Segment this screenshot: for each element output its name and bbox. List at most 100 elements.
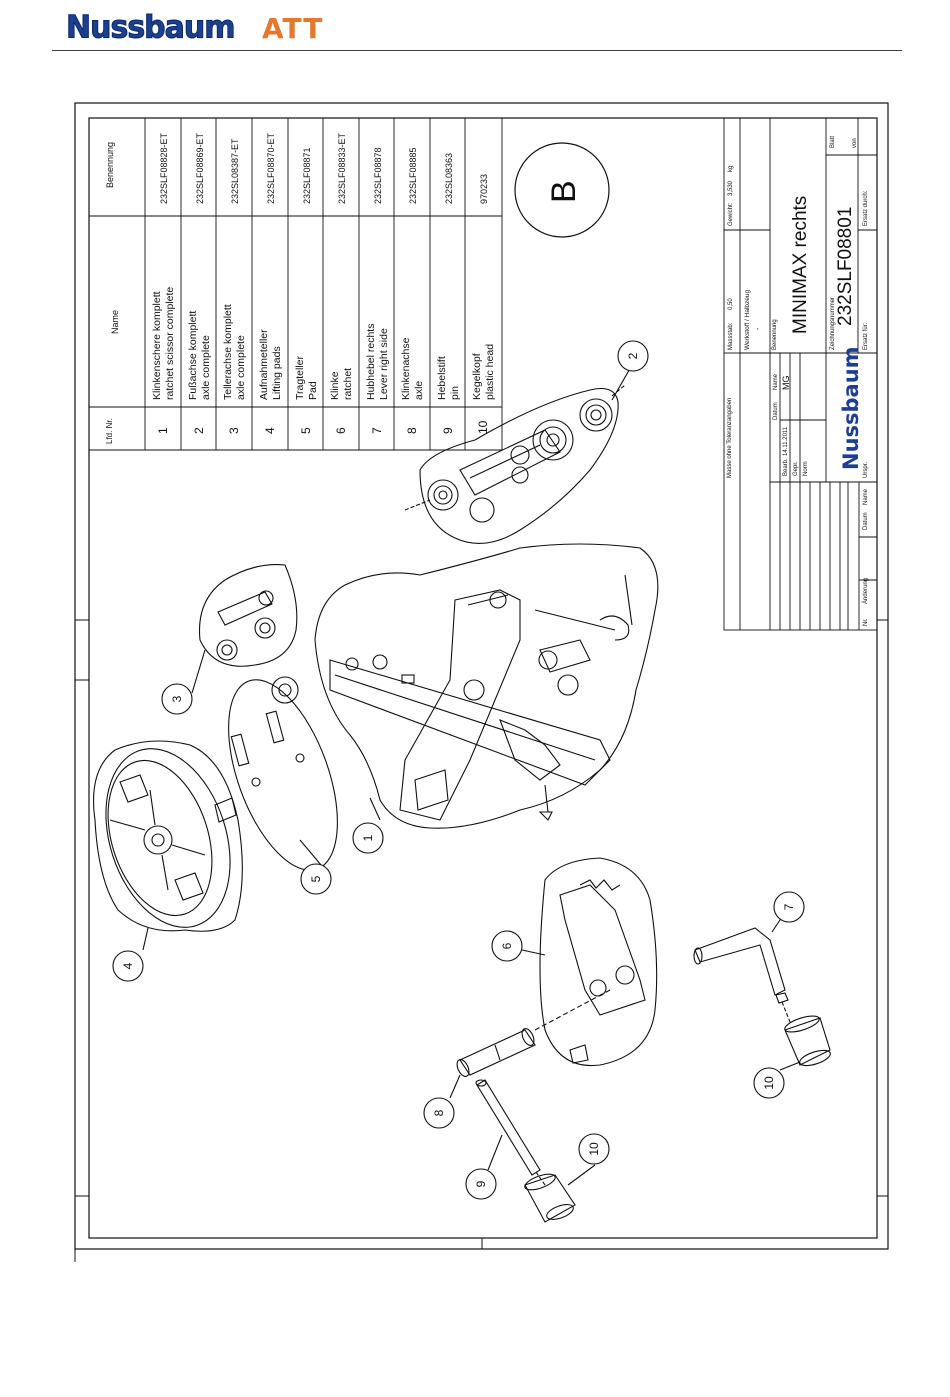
row-part-no: 232SL08363 <box>444 153 454 204</box>
balloon-2: 2 <box>626 352 640 359</box>
balloon-7: 7 <box>782 903 796 910</box>
part-2-axle <box>404 384 626 523</box>
row-name-de: Aufnahmeteller <box>258 329 270 400</box>
col-header-pos: Lfd. Nr. <box>105 418 114 444</box>
drawing-number: 232SLF08801 <box>835 207 856 326</box>
balloon-9-circle <box>465 1168 497 1200</box>
title-block <box>723 117 878 631</box>
row-name-en: axle <box>413 381 425 400</box>
part-4-lifting-pad <box>105 748 231 928</box>
view-marker-label: B <box>545 180 583 203</box>
row-part-no: 970233 <box>479 174 489 204</box>
balloon-5: 5 <box>309 875 323 882</box>
drawing-no-label: Zeichnungsnummer <box>830 297 836 350</box>
scale-label: Massstab: <box>728 322 734 350</box>
rev-date-label: Datum <box>863 512 869 530</box>
row-part-no: 232SL08387-ET <box>230 138 240 204</box>
norm-label: Norm <box>803 461 809 476</box>
row-pos: 6 <box>334 427 348 434</box>
weight-unit: kg <box>728 166 734 172</box>
col-header-name: Name <box>110 310 120 334</box>
view-marker-b: B <box>514 142 610 238</box>
part-3-cloud <box>198 564 298 667</box>
material-label: Werkstoff / Halbzeug <box>744 290 751 350</box>
row-part-no: 232SLF08871 <box>302 147 312 204</box>
row-pos: 1 <box>156 427 170 434</box>
drawing-title: MINIMAX rechts <box>790 196 811 334</box>
balloon-2-circle <box>617 340 649 372</box>
inner-frame <box>88 117 878 1239</box>
row-name-en: pin <box>449 386 461 400</box>
part-6-cloud <box>539 857 658 1067</box>
row-part-no: 232SLF08833-ET <box>337 132 347 204</box>
part-9-pin <box>475 1079 546 1186</box>
row-name-de: Hubhebel rechts <box>365 324 377 400</box>
row-pos: 8 <box>405 427 419 434</box>
balloon-8-circle <box>423 1097 455 1129</box>
balloon-1: 1 <box>361 834 375 841</box>
row-part-no: 232SLF08878 <box>373 147 383 204</box>
row-name-en: plastic head <box>484 344 496 400</box>
tolerance-note: Masse ohne Toleranzangaben <box>727 398 733 478</box>
row-name-en: Lever right side <box>378 328 390 400</box>
balloon-10-circle <box>753 1067 785 1099</box>
row-pos: 4 <box>263 427 277 434</box>
rev-change-label: Änderung <box>862 578 869 604</box>
col-header-part-no: Benennung <box>105 142 115 188</box>
row-name-en: Pad <box>307 381 319 400</box>
row-part-no: 232SLF08869-ET <box>195 132 205 204</box>
row-name-de: Klinke <box>329 371 341 400</box>
att-logo: ATT <box>262 12 324 45</box>
rev-no-label: Nr. <box>863 618 869 626</box>
row-part-no: 232SLF08885 <box>408 147 418 204</box>
title-block-logo: Nussbaum <box>839 346 863 470</box>
part-10-head-right <box>784 1015 831 1067</box>
weight-label: Gewicht: <box>728 202 734 226</box>
balloon-4-circle <box>112 950 144 982</box>
balloon-6-circle <box>491 930 523 962</box>
balloon-3-circle <box>161 683 193 715</box>
balloon-10: 10 <box>587 1142 601 1156</box>
balloon-10: 10 <box>762 1076 776 1090</box>
part-1-cloud <box>314 543 659 829</box>
balloon-3: 3 <box>170 695 184 702</box>
row-name-de: Tragteller <box>294 356 306 400</box>
row-name-de: Klinkenachse <box>400 337 412 400</box>
parts-table <box>89 118 503 451</box>
scale-value: 0,50 <box>728 298 734 310</box>
row-name-en: ratchet <box>342 368 354 400</box>
row-name-en: Lifting pads <box>271 346 283 400</box>
name-label: Name <box>773 373 779 390</box>
row-pos: 9 <box>441 427 455 434</box>
part-4-cloud <box>93 740 243 932</box>
row-pos: 3 <box>227 427 241 434</box>
header-rule <box>52 50 902 51</box>
part-8-axle <box>456 989 611 1077</box>
row-name-de: Fußachse komplett <box>187 311 199 400</box>
material-value: - <box>755 327 762 330</box>
balloon-6: 6 <box>500 942 514 949</box>
part-10-head-lower <box>524 1173 576 1223</box>
rev-name-label: Name <box>863 488 869 505</box>
edited-date: 14.11.2011 <box>783 426 789 456</box>
balloon-5-circle <box>300 863 332 895</box>
of-label: von <box>852 138 858 148</box>
row-pos: 7 <box>370 427 384 434</box>
row-part-no: 232SLF08870-ET <box>266 132 276 204</box>
part-2-cloud <box>419 387 619 544</box>
row-name-de: Kegelkopf <box>471 353 483 400</box>
balloon-10-circle <box>578 1133 610 1165</box>
checked-label: Gepr. <box>793 461 799 476</box>
balloon-8: 8 <box>432 1109 446 1116</box>
orig-label: Urspr. <box>863 462 869 478</box>
edited-label: Bearb. <box>783 458 789 476</box>
